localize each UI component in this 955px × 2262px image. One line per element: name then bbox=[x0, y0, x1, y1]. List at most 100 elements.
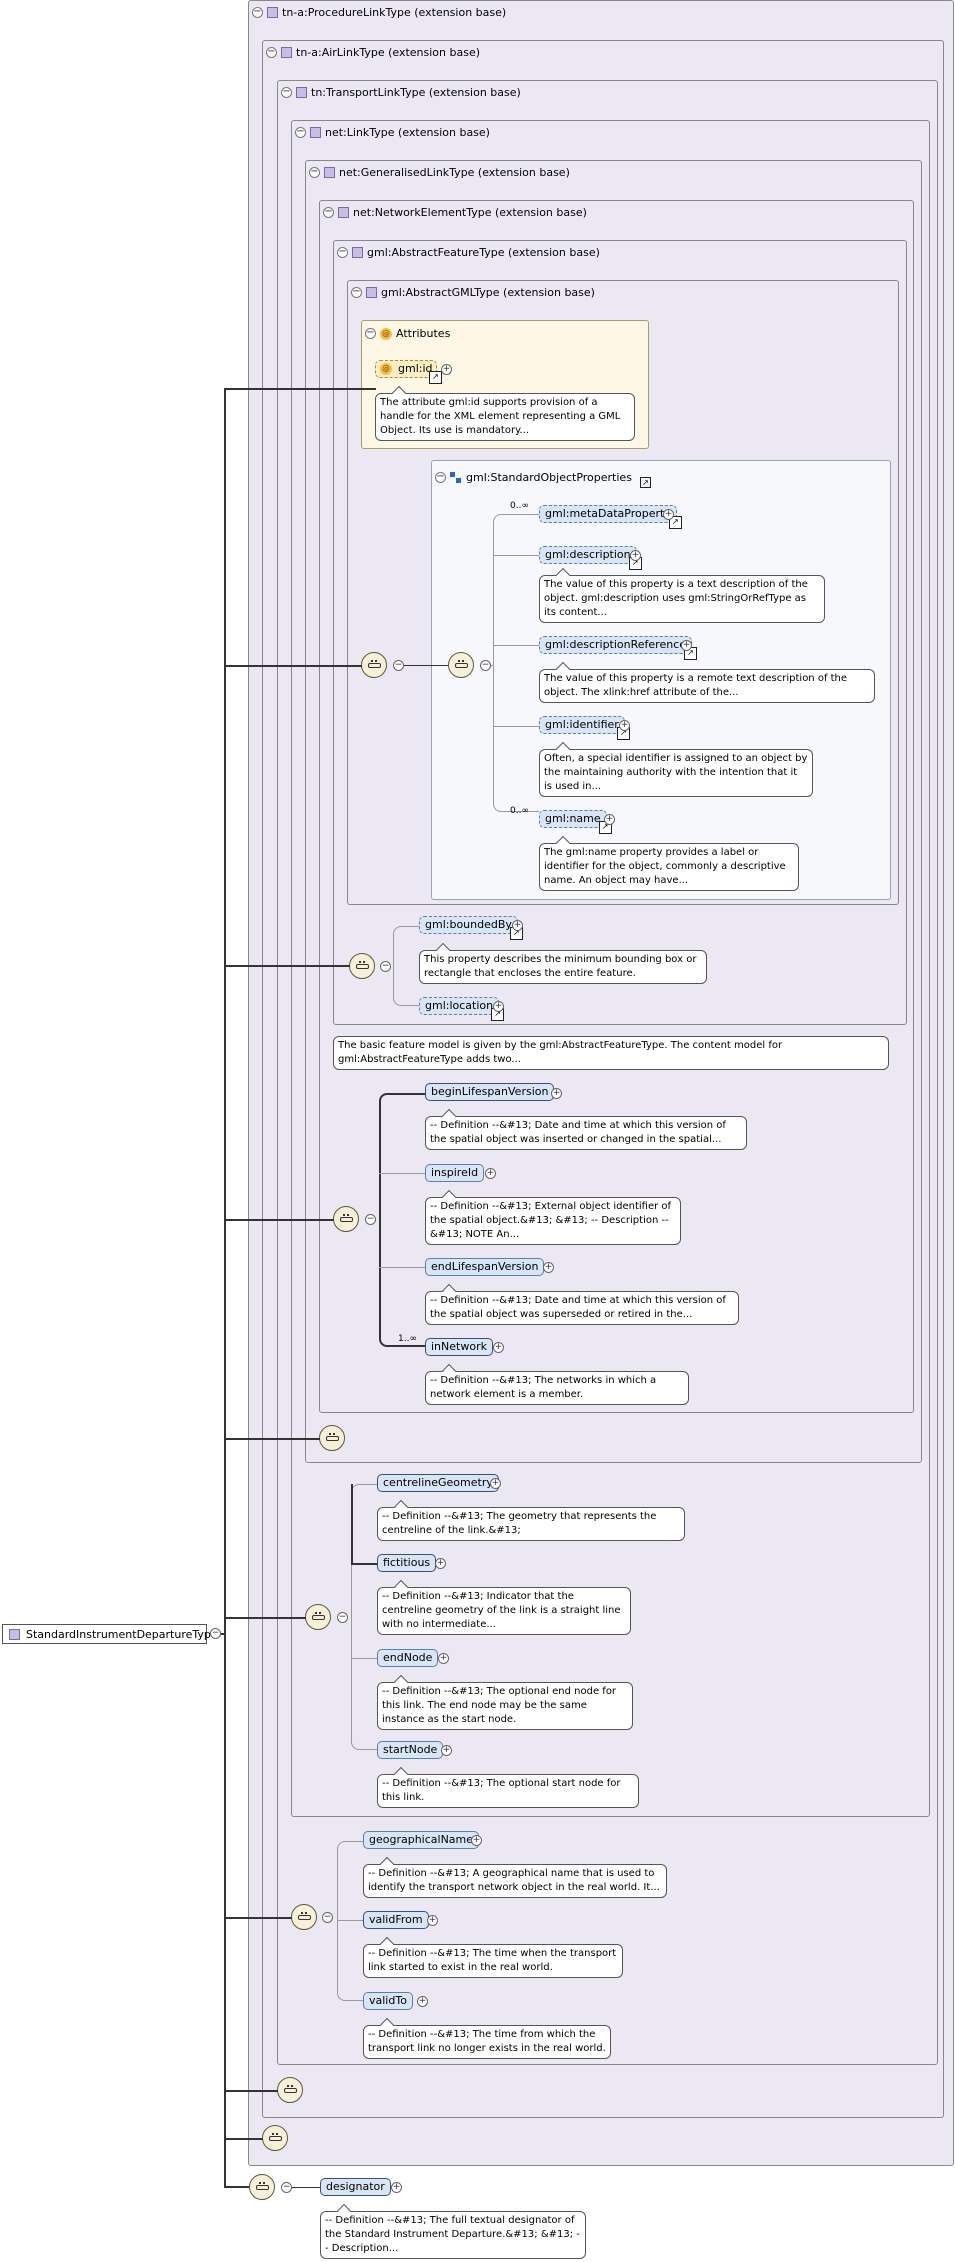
expand-icon[interactable]: + bbox=[417, 1996, 428, 2007]
collapse-toggle-icon[interactable]: − bbox=[435, 471, 446, 483]
type-header-link[interactable]: −net:LinkType (extension base) bbox=[295, 126, 490, 139]
sequence-compositor-icon[interactable] bbox=[361, 652, 387, 678]
expand-icon[interactable]: + bbox=[485, 1168, 496, 1179]
type-header-generalised-link[interactable]: − net:GeneralisedLinkType (extension base… bbox=[309, 166, 570, 179]
attributes-header[interactable]: −@Attributes bbox=[365, 327, 450, 340]
collapse-toggle-icon[interactable]: − bbox=[365, 1214, 376, 1225]
element-endlifespanversion[interactable]: endLifespanVersion bbox=[425, 1258, 545, 1276]
expand-icon[interactable]: + bbox=[619, 720, 630, 731]
element-validfrom-doc: -- Definition --&#13; The time when the … bbox=[363, 1944, 623, 1978]
collapse-toggle-icon[interactable]: − bbox=[309, 166, 320, 178]
sequence-compositor-icon[interactable] bbox=[448, 652, 474, 678]
expand-icon[interactable]: + bbox=[681, 640, 692, 651]
collapse-toggle-icon[interactable]: − bbox=[210, 1628, 221, 1639]
sequence-compositor-icon[interactable] bbox=[305, 1604, 331, 1630]
collapse-toggle-icon[interactable]: − bbox=[295, 126, 306, 138]
collapse-toggle-icon[interactable]: − bbox=[380, 961, 391, 972]
collapse-toggle-icon[interactable]: − bbox=[281, 2182, 292, 2193]
type-header-procedure-link[interactable]: − tn-a:ProcedureLinkType (extension base) bbox=[252, 6, 506, 19]
collapse-toggle-icon[interactable]: − bbox=[365, 327, 376, 339]
type-label: net:GeneralisedLinkType (extension base) bbox=[339, 166, 570, 179]
collapse-toggle-icon[interactable]: − bbox=[351, 286, 362, 298]
element-gml-descriptionreference-doc: The value of this property is a remote t… bbox=[539, 669, 875, 703]
sequence-compositor-icon[interactable] bbox=[333, 1206, 359, 1232]
element-centrelinegeometry-doc: -- Definition --&#13; The geometry that … bbox=[377, 1507, 685, 1541]
collapse-toggle-icon[interactable]: − bbox=[266, 46, 277, 58]
sequence-compositor-icon[interactable] bbox=[277, 2077, 303, 2103]
sequence-compositor-icon[interactable] bbox=[249, 2174, 275, 2200]
expand-icon[interactable]: + bbox=[441, 364, 452, 375]
root-element-standard-instrument-departure-type[interactable]: StandardInstrumentDepartureType bbox=[2, 1624, 218, 1644]
element-gml-identifier[interactable]: gml:identifier bbox=[539, 716, 630, 740]
element-gml-name[interactable]: gml:name bbox=[539, 810, 612, 834]
root-spine-line bbox=[224, 388, 226, 2187]
root-element-label: StandardInstrumentDepartureType bbox=[26, 1627, 218, 1641]
element-geographicalname-doc: -- Definition --&#13; A geographical nam… bbox=[363, 1864, 667, 1898]
type-label: tn-a:ProcedureLinkType (extension base) bbox=[282, 6, 507, 19]
type-label: gml:AbstractGMLType (extension base) bbox=[381, 286, 595, 299]
element-centrelinegeometry[interactable]: centrelineGeometry bbox=[377, 1474, 499, 1492]
element-inspireid[interactable]: inspireId bbox=[425, 1164, 485, 1182]
attribute-icon: @ bbox=[380, 363, 392, 375]
collapse-toggle-icon[interactable]: − bbox=[337, 246, 348, 258]
sequence-compositor-icon[interactable] bbox=[319, 1425, 345, 1451]
expand-icon[interactable]: + bbox=[543, 1262, 554, 1273]
collapse-toggle-icon[interactable]: − bbox=[252, 6, 263, 18]
element-gml-description[interactable]: gml:description bbox=[539, 546, 642, 570]
attribute-label: gml:id bbox=[398, 362, 433, 375]
element-fictitious[interactable]: fictitious bbox=[377, 1554, 437, 1572]
element-gml-location[interactable]: gml:location bbox=[419, 997, 505, 1021]
expand-icon[interactable]: + bbox=[630, 550, 641, 561]
type-header-abstract-gml[interactable]: − gml:AbstractGMLType (extension base) bbox=[351, 286, 595, 299]
element-validto[interactable]: validTo bbox=[363, 1992, 413, 2010]
expand-icon[interactable]: + bbox=[435, 1558, 446, 1569]
expand-icon[interactable]: + bbox=[493, 1001, 504, 1012]
expand-icon[interactable]: + bbox=[551, 1088, 562, 1099]
element-designator[interactable]: designator bbox=[320, 2178, 391, 2196]
element-innetwork[interactable]: inNetwork bbox=[425, 1338, 493, 1356]
abstract-feature-doc: The basic feature model is given by the … bbox=[333, 1036, 889, 1070]
sequence-compositor-icon[interactable] bbox=[291, 1904, 317, 1930]
collapse-toggle-icon[interactable]: − bbox=[323, 206, 334, 218]
type-header-network-element[interactable]: −net:NetworkElementType (extension base) bbox=[323, 206, 587, 219]
element-gml-metadataproperty[interactable]: gml:metaDataProperty bbox=[539, 505, 682, 529]
expand-icon[interactable]: + bbox=[438, 1653, 449, 1664]
multiplicity-label: 1..∞ bbox=[398, 1334, 417, 1344]
type-header-abstract-feature[interactable]: −gml:AbstractFeatureType (extension base… bbox=[337, 246, 600, 259]
element-beginlifespanversion[interactable]: beginLifespanVersion bbox=[425, 1083, 555, 1101]
element-endlifespanversion-doc: -- Definition --&#13; Date and time at w… bbox=[425, 1291, 739, 1325]
expand-icon[interactable]: + bbox=[441, 1745, 452, 1756]
connector-line bbox=[224, 2090, 278, 2092]
element-geographicalname[interactable]: geographicalName bbox=[363, 1831, 480, 1849]
expand-icon[interactable]: + bbox=[471, 1835, 482, 1846]
element-endnode-doc: -- Definition --&#13; The optional end n… bbox=[377, 1682, 633, 1730]
element-endnode[interactable]: endNode bbox=[377, 1649, 439, 1667]
branch-line bbox=[493, 645, 539, 646]
element-gml-descriptionreference[interactable]: gml:descriptionReference bbox=[539, 636, 698, 660]
expand-icon[interactable]: + bbox=[663, 509, 674, 520]
expand-icon[interactable]: + bbox=[604, 814, 615, 825]
expand-icon[interactable]: + bbox=[490, 1478, 501, 1489]
collapse-toggle-icon[interactable]: − bbox=[337, 1612, 348, 1623]
sequence-compositor-icon[interactable] bbox=[262, 2125, 288, 2151]
element-validfrom[interactable]: validFrom bbox=[363, 1911, 429, 1929]
expand-icon[interactable]: + bbox=[493, 1342, 504, 1353]
collapse-toggle-icon[interactable]: − bbox=[281, 86, 292, 98]
type-label: tn:TransportLinkType (extension base) bbox=[311, 86, 521, 99]
collapse-toggle-icon[interactable]: − bbox=[480, 660, 491, 671]
attribute-icon: @ bbox=[380, 327, 392, 340]
collapse-toggle-icon[interactable]: − bbox=[322, 1912, 333, 1923]
collapse-toggle-icon[interactable]: − bbox=[393, 660, 404, 671]
type-header-transport-link[interactable]: − tn:TransportLinkType (extension base) bbox=[281, 86, 521, 99]
type-header-air-link[interactable]: −tn-a:AirLinkType (extension base) bbox=[266, 46, 480, 59]
expand-icon[interactable]: + bbox=[391, 2182, 402, 2193]
expand-icon[interactable]: + bbox=[427, 1915, 438, 1926]
expand-icon[interactable]: + bbox=[512, 920, 523, 931]
connector-line bbox=[224, 665, 362, 667]
attribute-gml-id[interactable]: @ gml:id bbox=[375, 360, 442, 384]
standard-object-properties-header[interactable]: −gml:StandardObjectProperties↗ bbox=[435, 467, 651, 488]
sequence-compositor-icon[interactable] bbox=[349, 953, 375, 979]
element-startnode[interactable]: startNode bbox=[377, 1741, 444, 1759]
element-gml-boundedby[interactable]: gml:boundedBy bbox=[419, 916, 523, 940]
